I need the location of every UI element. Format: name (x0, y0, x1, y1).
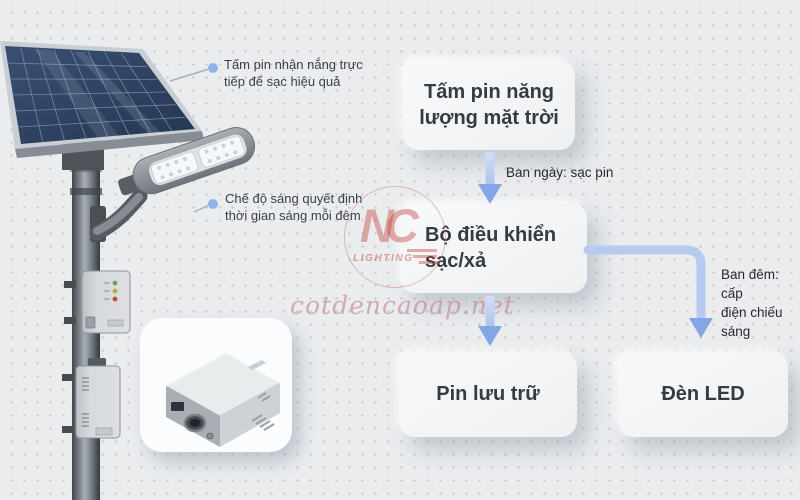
flow-node-solar-panel: Tấm pin năng lượng mặt trời (403, 60, 575, 150)
lamp-led-dots (157, 140, 238, 180)
led-street-lamp (118, 127, 256, 196)
flow-node-storage-battery: Pin lưu trữ (399, 352, 577, 437)
lamp-arm (89, 188, 148, 242)
flow-label-nighttime: Ban đêm: cấp điện chiếu sáng (721, 267, 783, 340)
solar-panel (0, 41, 204, 158)
callout-dot-icon (208, 199, 218, 209)
callout-solar-panel: Tấm pin nhận nắng trực tiếp để sạc hiệu … (224, 57, 363, 89)
battery-vent-icon (251, 392, 275, 431)
flow-node-led-light: Đèn LED (618, 352, 788, 437)
streetlight-illustration (0, 41, 292, 500)
arrow-down-battery-icon (478, 296, 502, 346)
callout-dot-icon (208, 63, 218, 73)
flow-node-charge-controller: Bộ điều khiển sạc/xả (400, 203, 587, 293)
status-led-icons (104, 280, 118, 302)
flow-label-daytime: Ban ngày: sạc pin (506, 165, 614, 180)
battery-unit-illustration (165, 352, 281, 447)
pole-controller-box (64, 270, 131, 334)
callout-light-mode: Chế độ sáng quyết định thời gian sáng mỗ… (225, 191, 363, 223)
arrow-right-night-icon (583, 245, 713, 338)
panel-grid-lines (6, 47, 185, 142)
vent-slots (82, 377, 89, 427)
arrow-down-day-icon (478, 152, 502, 204)
pole-battery-box (62, 358, 121, 439)
callout-connectors (169, 63, 218, 213)
